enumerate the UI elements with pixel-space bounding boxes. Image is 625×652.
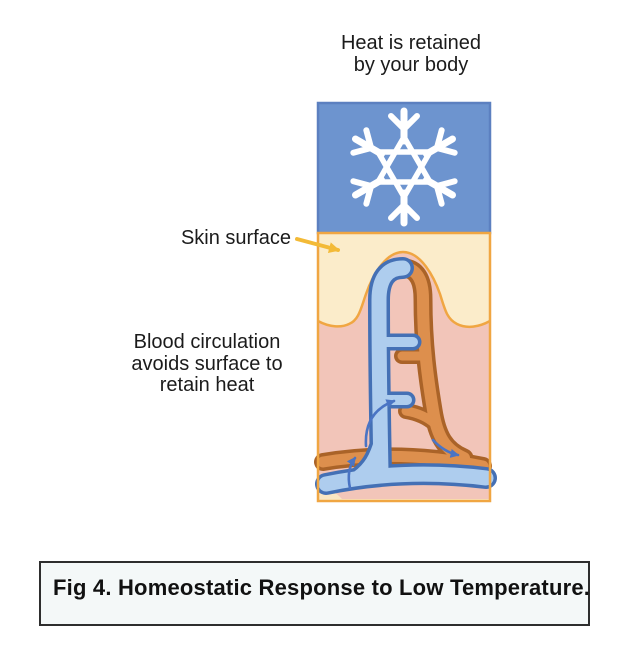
artery-vessel bbox=[314, 258, 492, 475]
skin-surface-label: Skin surface bbox=[180, 227, 291, 249]
pointer-arrow bbox=[295, 237, 340, 253]
figure-caption-box: Fig 4. Homeostatic Response to Low Tempe… bbox=[39, 561, 590, 626]
figure-caption: Fig 4. Homeostatic Response to Low Tempe… bbox=[53, 575, 591, 600]
skin-block-border bbox=[316, 231, 492, 503]
flow-arrow-out bbox=[431, 438, 460, 458]
cold-air-box bbox=[316, 101, 492, 235]
heat-retained-label: Heat is retained by your body bbox=[340, 32, 482, 76]
snowflake-icon bbox=[350, 107, 458, 227]
flow-arrow-up bbox=[346, 456, 357, 490]
flow-arrow-shunt bbox=[364, 399, 396, 448]
vein-vessel bbox=[315, 257, 497, 495]
blood-circulation-label: Blood circulation avoids surface to reta… bbox=[131, 331, 283, 396]
blood-vessel-diagram bbox=[314, 257, 497, 495]
flow-arrows bbox=[346, 399, 460, 490]
